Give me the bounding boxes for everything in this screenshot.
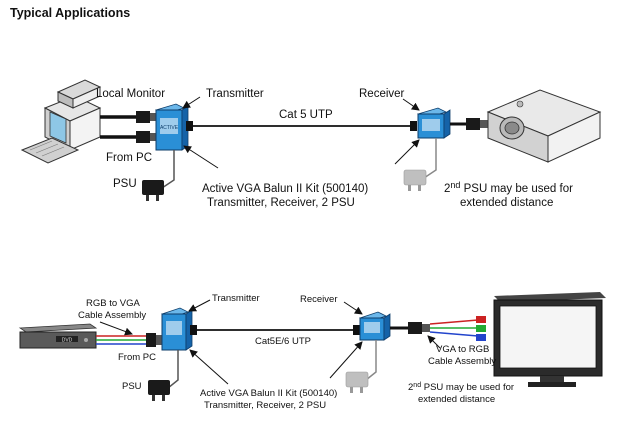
psu-cord [161,150,175,189]
label-receiver-2: Receiver [300,294,338,305]
label-kit-line2: Transmitter, Receiver, 2 PSU [207,197,355,209]
label-rgb-line1: RGB to VGA [86,298,141,309]
dvd-player-icon: DVD [18,323,98,349]
transmitter-box: ACTIVE [154,103,189,151]
psu-black-icon-2 [148,380,170,401]
vga-rgb-cable-assembly [429,316,486,341]
receiver-box-2 [358,311,391,341]
label-local-monitor: Local Monitor [96,88,165,100]
label-from-pc: From PC [106,152,152,164]
label-psu2-line1: 2nd PSU may be used for [444,180,573,195]
diagram-2: DVD [18,292,606,411]
psu-grey-icon-2 [345,371,369,393]
label-vga-line1: VGA to RGB [436,344,489,355]
label-vga-line2: Cable Assembly [428,356,496,367]
receiver-box [416,107,451,139]
svg-text:ACTIVE: ACTIVE [160,125,179,131]
label-psu-2: PSU [122,381,142,392]
svg-text:DVD: DVD [62,338,73,344]
label-cable: Cat 5 UTP [279,109,333,121]
label-transmitter-2: Transmitter [212,293,260,304]
transmitter-box-2 [160,307,193,351]
label-kit2-line2: Transmitter, Receiver, 2 PSU [204,400,326,411]
label-psu2b-line1: 2nd PSU may be used for [408,382,514,393]
tv-monitor-icon [493,292,606,387]
label-psu: PSU [113,178,137,190]
label-psu2-line2: extended distance [460,197,553,209]
projector-icon [486,89,602,163]
rgb-cable-assembly [96,333,162,347]
psu-grey-icon [403,169,427,191]
psu-black-icon [142,180,164,201]
label-from-pc-2: From PC [118,352,156,363]
label-kit2-line1: Active VGA Balun II Kit (500140) [200,388,337,399]
label-receiver: Receiver [359,88,405,100]
label-kit-line1: Active VGA Balun II Kit (500140) [202,183,368,195]
label-psu2b-line2: extended distance [418,394,495,405]
diagram-1: ACTIVE [20,79,602,209]
page-title: Typical Applications [10,6,131,20]
label-transmitter: Transmitter [206,88,264,100]
label-rgb-line2: Cable Assembly [78,310,146,321]
label-cable-2: Cat5E/6 UTP [255,336,311,347]
computer-icon [20,79,102,164]
vga-cable-monitor [100,111,158,143]
